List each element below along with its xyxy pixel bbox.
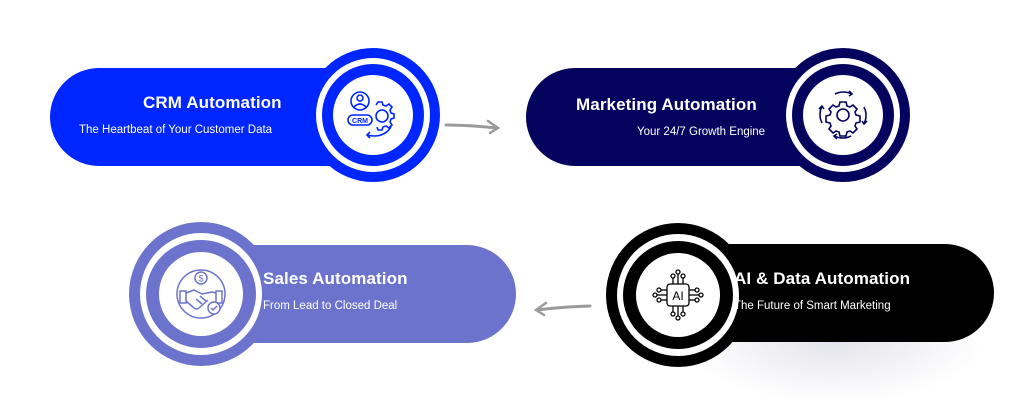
crm-title: CRM Automation <box>143 93 282 112</box>
svg-text:$: $ <box>198 274 203 284</box>
ai-chip-icon: AI <box>652 269 704 321</box>
gear-cycle-icon <box>818 90 868 140</box>
sales-title: Sales Automation <box>263 269 408 288</box>
sales-icon-disc: $ <box>159 252 243 336</box>
svg-text:AI: AI <box>672 289 683 303</box>
marketing-icon-disc <box>803 75 883 155</box>
handshake-dollar-icon: $ <box>176 269 226 319</box>
crm-icon-disc: CRM <box>333 75 413 155</box>
arrow-left-icon <box>533 301 592 317</box>
sales-subtitle: From Lead to Closed Deal <box>263 300 398 312</box>
ai-subtitle: The Future of Smart Marketing <box>734 300 891 312</box>
arrow-right-icon <box>444 119 501 135</box>
ai-title: AI & Data Automation <box>734 269 911 288</box>
crm-subtitle: The Heartbeat of Your Customer Data <box>79 124 273 136</box>
crm-gear-icon: CRM <box>347 91 395 139</box>
ai-icon-disc: AI <box>636 253 720 337</box>
marketing-subtitle: Your 24/7 Growth Engine <box>637 126 766 138</box>
marketing-title: Marketing Automation <box>576 95 757 114</box>
svg-text:CRM: CRM <box>352 118 368 125</box>
